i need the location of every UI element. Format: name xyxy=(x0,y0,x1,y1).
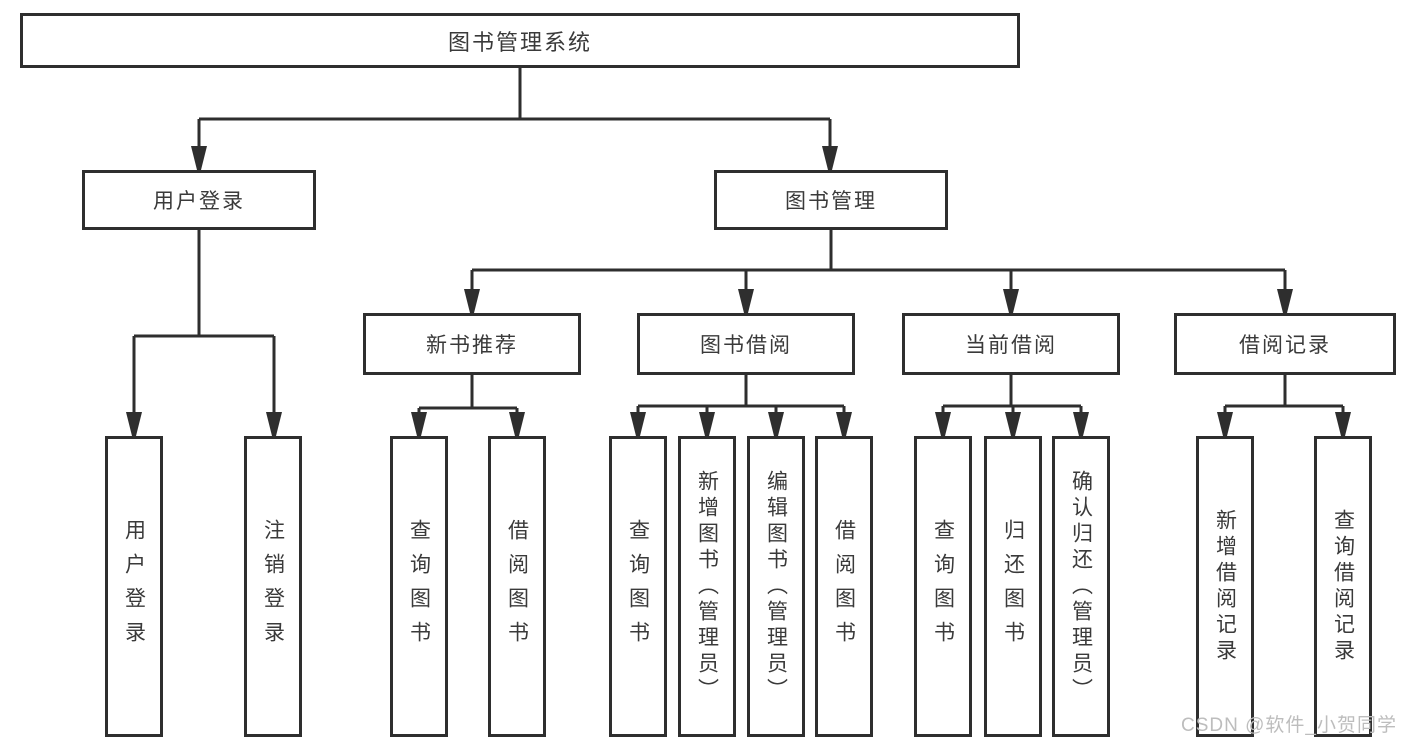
leaf-query-borrowing-record: 查询借阅记录 xyxy=(1314,436,1372,737)
leaf-user-login: 用户登录 xyxy=(105,436,163,737)
node-library-management-system: 图书管理系统 xyxy=(20,13,1020,68)
node-current-borrowing: 当前借阅 xyxy=(902,313,1120,375)
node-user-login: 用户登录 xyxy=(82,170,316,230)
leaf-logout: 注销登录 xyxy=(244,436,302,737)
leaf-borrow-books-recommendation: 借阅图书 xyxy=(488,436,546,737)
leaf-query-books-current: 查询图书 xyxy=(914,436,972,737)
leaf-borrow-books: 借阅图书 xyxy=(815,436,873,737)
leaf-add-borrowing-record: 新增借阅记录 xyxy=(1196,436,1254,737)
leaf-add-books-admin: 新增图书（管理员） xyxy=(678,436,736,737)
leaf-query-books-borrowing: 查询图书 xyxy=(609,436,667,737)
leaf-query-books-recommendation: 查询图书 xyxy=(390,436,448,737)
node-new-book-recommendation: 新书推荐 xyxy=(363,313,581,375)
leaf-return-books: 归还图书 xyxy=(984,436,1042,737)
leaf-confirm-return-admin: 确认归还（管理员） xyxy=(1052,436,1110,737)
node-borrowing-records: 借阅记录 xyxy=(1174,313,1396,375)
csdn-watermark: CSDN @软件_小贺同学 xyxy=(1181,715,1397,736)
node-book-management: 图书管理 xyxy=(714,170,948,230)
leaf-edit-books-admin: 编辑图书（管理员） xyxy=(747,436,805,737)
node-book-borrowing: 图书借阅 xyxy=(637,313,855,375)
